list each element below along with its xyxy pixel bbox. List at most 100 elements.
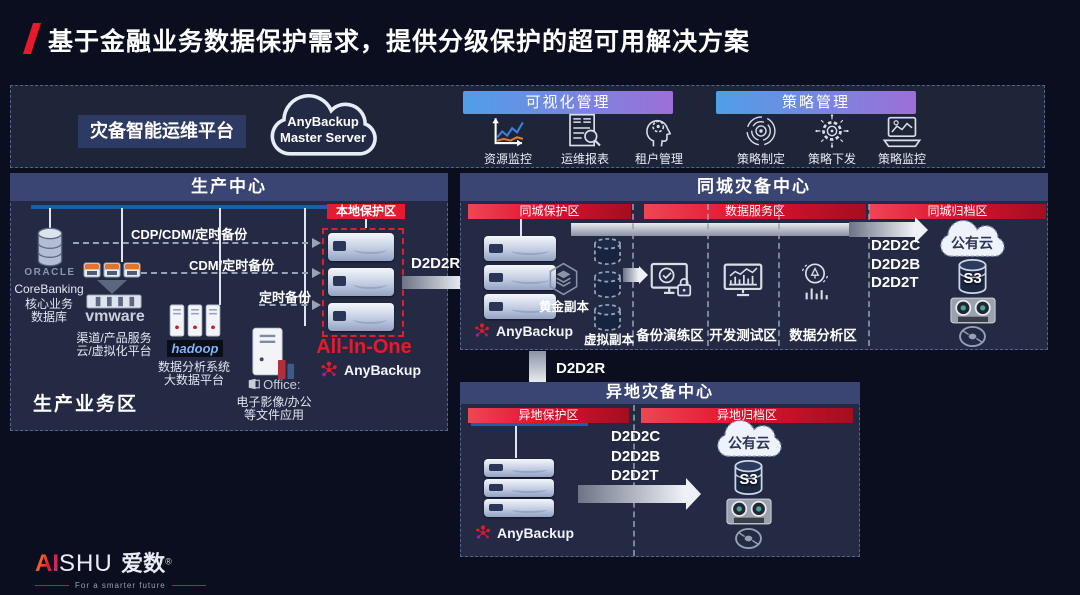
- management-panel: 灾备智能运维平台 AnyBackup Master Server 可视化管理 资…: [10, 85, 1045, 168]
- tower-server-icon: [187, 304, 203, 337]
- title-slash-mark: [22, 23, 42, 54]
- zone-label-connector: [520, 219, 522, 236]
- backup-appliance: [484, 499, 554, 517]
- remote-dr-panel: 异地灾备中心 异地保护区 异地归档区 AnyBackup D2D2C D2D2B…: [460, 382, 860, 557]
- tape-drive-icon: [950, 297, 996, 324]
- public-cloud-label: 公有云: [728, 435, 770, 451]
- source-line: 数据库: [30, 310, 67, 324]
- metro-archive-zone-bar: 同城归档区: [869, 204, 1046, 219]
- all-in-one-label: All-In-One: [316, 336, 412, 358]
- local-protection-zone-label: 本地保护区: [327, 204, 405, 219]
- tape-drive-icon: [726, 498, 772, 525]
- master-server-cloud: AnyBackup Master Server: [261, 88, 385, 162]
- policy-item-deploy: 策略下发: [794, 114, 870, 167]
- d2d2-line: D2D2B: [611, 447, 661, 465]
- anybackup-logo: AnyBackup: [473, 322, 573, 340]
- d2d2-line: D2D2B: [871, 255, 921, 273]
- flow-label-scheduled: 定时备份: [259, 290, 312, 305]
- footer-tagline-row: For a smarter future: [35, 581, 206, 590]
- server-rack-icon: [85, 294, 143, 309]
- vm-chip-icon: [83, 262, 101, 278]
- viz-item-label: 运维报表: [560, 152, 609, 166]
- office-logo-text: Office:: [263, 377, 301, 392]
- d2d2-line: D2D2T: [611, 467, 659, 484]
- hadoop-logo: hadoop: [167, 340, 223, 357]
- bus-stub-office: [304, 208, 306, 326]
- ops-platform-label: 灾备智能运维平台: [78, 115, 246, 148]
- viz-item-label: 资源监控: [483, 152, 532, 166]
- metro-dr-panel: 同城灾备中心 同城保护区 数据服务区 同城归档区 AnyBackup 黄金副本 …: [460, 173, 1048, 350]
- registered-mark: ®: [165, 556, 172, 567]
- source-line: 等文件应用: [243, 408, 304, 422]
- viz-item-tenant-management: 租户管理: [621, 113, 697, 167]
- data-analysis-area-label: 数据分析区: [789, 328, 857, 343]
- policy-item-label: 策略监控: [877, 152, 926, 166]
- optical-disc-icon: [958, 325, 987, 348]
- flow-arrow-scheduled: [259, 300, 321, 310]
- metro-d2d2-list: D2D2C D2D2B D2D2T: [871, 237, 920, 293]
- anybackup-mark-icon: [473, 322, 491, 340]
- golden-copy-label: 黄金副本: [538, 300, 589, 314]
- zone-separator: [633, 405, 635, 556]
- dev-test-area-label: 开发测试区: [709, 328, 777, 343]
- oracle-logo: ORACLE: [24, 267, 76, 278]
- source-line: 渠道/产品服务: [76, 331, 152, 345]
- office-logo: Office:: [239, 377, 309, 392]
- resource-monitor-icon: [489, 115, 527, 148]
- production-center-panel: 生产中心 CDP/CDM/定时备份 CDM/定时备份 定时备份 ORACLE C…: [10, 173, 448, 431]
- vm-chip-icon: [123, 262, 141, 278]
- flow-label-cdp: CDP/CDM/定时备份: [131, 227, 248, 242]
- optical-disc-icon: [734, 527, 763, 550]
- d2d2-line: D2D2T: [871, 274, 919, 291]
- backup-appliance: [328, 233, 394, 261]
- source-line: 数据分析系统: [157, 360, 230, 374]
- brand-cn: 爱数: [121, 551, 166, 576]
- source-line: 大数据平台: [163, 373, 224, 387]
- policy-item-label: 策略下发: [807, 152, 856, 166]
- d2d2r-right-arrow: [402, 276, 465, 289]
- virtual-copy-icon: [592, 237, 623, 266]
- anybackup-mark-icon: [319, 360, 339, 380]
- zone-separator: [868, 204, 870, 346]
- production-bus-line: [31, 205, 393, 209]
- tagline-rule: [171, 585, 206, 586]
- master-server-line2: Master Server: [280, 130, 366, 145]
- policy-item-label: 策略制定: [736, 152, 785, 166]
- master-server-line1: AnyBackup: [287, 114, 359, 129]
- source-line: 核心业务: [24, 297, 73, 311]
- data-analysis-icon: [795, 260, 835, 302]
- backup-appliance: [484, 236, 556, 261]
- archive-flow-arrow: [849, 222, 915, 237]
- viz-item-ops-report: 运维报表: [547, 113, 623, 167]
- tagline-rule: [35, 585, 69, 586]
- flow-arrow-cdp: [73, 238, 321, 248]
- tenant-management-icon: [642, 113, 676, 148]
- remote-d2d2-list: D2D2C D2D2B D2D2T: [611, 427, 660, 486]
- anybackup-logo-text: AnyBackup: [344, 362, 422, 378]
- backup-drill-icon: [650, 261, 692, 302]
- brand-ai-gradient: AI: [35, 550, 59, 577]
- policy-item-monitor: 策略监控: [864, 116, 940, 167]
- brand-shu: SHU: [59, 550, 113, 577]
- anybackup-logo: AnyBackup: [319, 360, 421, 380]
- zone-label-connector: [365, 219, 367, 228]
- backup-drill-area-label: 备份演练区: [636, 328, 704, 343]
- s3-label: S3: [739, 471, 758, 488]
- policy-management-banner: 策略管理: [716, 91, 916, 114]
- source-line: CoreBanking: [14, 282, 84, 296]
- d2d2r-down-arrow: [529, 351, 546, 384]
- master-server-text: AnyBackup Master Server: [261, 114, 385, 146]
- virtual-copy-icon: [592, 270, 623, 299]
- tower-server-icon: [205, 304, 221, 337]
- backup-appliance: [484, 294, 556, 319]
- metro-protect-zone-bar: 同城保护区: [468, 204, 631, 219]
- protect-zone-underline: [471, 423, 588, 426]
- vm-chip-icon: [103, 262, 121, 278]
- remote-archive-arrow: [578, 485, 686, 503]
- metro-header: 同城灾备中心: [460, 173, 1048, 201]
- dev-test-icon: [722, 262, 764, 302]
- policy-create-icon: [744, 114, 778, 148]
- remote-archive-zone-bar: 异地归档区: [641, 408, 853, 423]
- bus-stub-oracle: [49, 208, 51, 228]
